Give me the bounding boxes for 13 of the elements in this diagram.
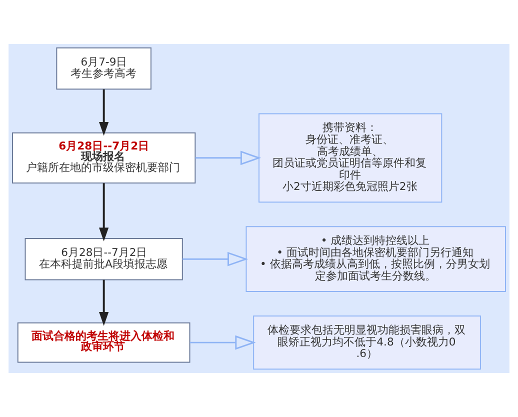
node-box: • 成绩达到特控线以上 • 面试时间由各地保密机要部门另行通知 • 依据高考成绩从高到低，按照比例，分男女划定参加面试考生分数线。	[246, 226, 506, 292]
arrow	[99, 280, 109, 326]
node-box: 体检要求包括无明显视功能损害眼病，双眼矫正视力均不低于4.8（小数视力0.6）	[253, 316, 481, 370]
node-box: 6月7-9日 考生参考高考	[56, 47, 152, 90]
node-box: 6月28日--7月2日 在本科提前批A段填报志愿	[24, 238, 183, 280]
arrow	[190, 335, 256, 350]
arrow	[182, 252, 248, 266]
node-box: 6月28日--7月2日 现场报名 户籍所在地的市级保密机要部门	[12, 132, 196, 184]
arrow	[195, 150, 262, 166]
arrow	[99, 183, 109, 242]
node-box: 携带资料： 身份证、准考证、 高考成绩单、 团员证或党员证明信等原件和复印件 小2寸近期彩色免冠照片2张	[258, 113, 442, 203]
node-box: 面试合格的考生将进入体检和政审环节	[17, 322, 190, 363]
arrow	[99, 89, 109, 136]
